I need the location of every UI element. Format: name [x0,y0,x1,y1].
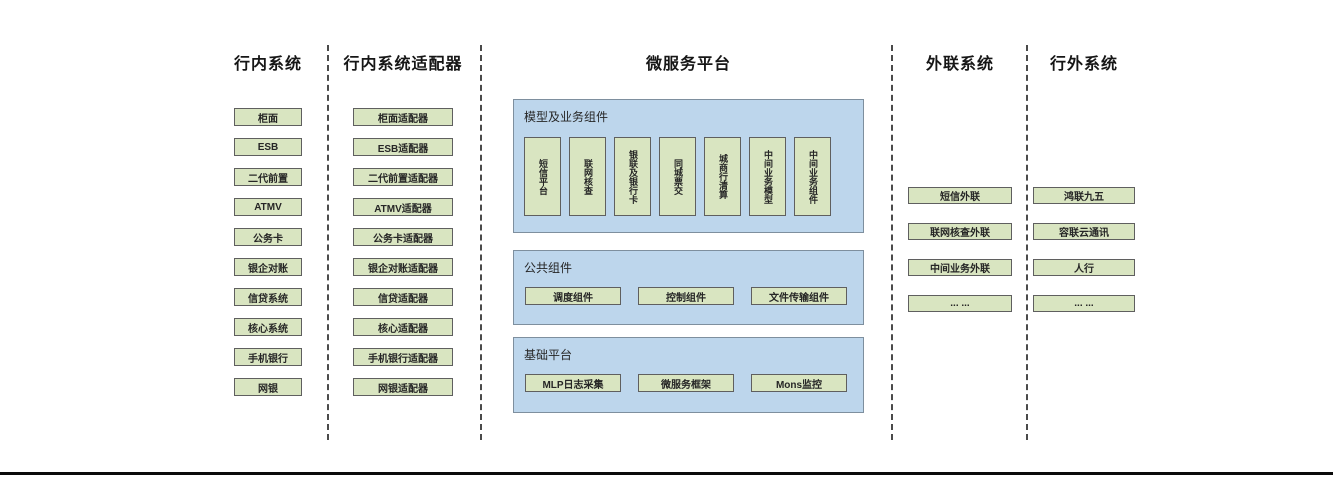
adapter-box: 网银适配器 [353,378,453,396]
panel-title-model-business-components: 模型及业务组件 [524,110,609,124]
common-component-box: 文件传输组件 [751,287,847,305]
model-business-components-row: 短信平台联网核查银联及银行卡同城票交城商行清算中间业务模型中间业务组件 [514,137,863,216]
panel-base-platform: 基础平台 MLP日志采集微服务框架 Mons监控 [513,337,864,413]
bottom-rule [0,472,1333,475]
internal-system-box: 银企对账 [234,258,302,276]
column-title-external-link-systems: 外联系统 [925,56,994,73]
panel-title-common-components: 公共组件 [524,261,573,275]
internal-systems-column: 柜面 ESB 二代前置 ATMV 公务卡银企对账信贷系统核心系统手机银行网银 [206,108,330,396]
internal-system-box: 手机银行 [234,348,302,366]
column-title-outside-systems: 行外系统 [1049,56,1118,73]
adapter-box: 柜面适配器 [353,108,453,126]
column-title-microservice-platform: 微服务平台 [645,56,731,73]
outside-systems-column: 鸿联九五容联云通讯人行 ... ... [1028,187,1140,312]
outside-system-box: ... ... [1033,295,1135,312]
internal-system-box: 网银 [234,378,302,396]
external-link-box: 中间业务外联 [908,259,1012,276]
external-link-systems-column: 短信外联联网核查外联中间业务外联 ... ... [898,187,1022,312]
common-component-box: 调度组件 [525,287,621,305]
internal-system-box: 公务卡 [234,228,302,246]
platform-component-box: 短信平台 [524,137,561,216]
common-component-box: 控制组件 [638,287,734,305]
platform-component-box: 银联及银行卡 [614,137,651,216]
adapter-box: 手机银行适配器 [353,348,453,366]
outside-system-box: 容联云通讯 [1033,223,1135,240]
base-platform-box: 微服务框架 [638,374,734,392]
adapter-box: ATMV适配器 [353,198,453,216]
common-components-row: 调度组件控制组件文件传输组件 [514,287,863,305]
base-platform-box: Mons监控 [751,374,847,392]
adapter-box: 二代前置适配器 [353,168,453,186]
column-title-internal-adapters: 行内系统适配器 [343,56,463,73]
internal-system-box: 二代前置 [234,168,302,186]
internal-system-box: ESB [234,138,302,156]
dashed-separator-1 [327,45,329,440]
external-link-box: 联网核查外联 [908,223,1012,240]
platform-component-box: 中间业务模型 [749,137,786,216]
internal-system-box: ATMV [234,198,302,216]
adapter-box: 公务卡适配器 [353,228,453,246]
external-link-box: 短信外联 [908,187,1012,204]
internal-system-box: 柜面 [234,108,302,126]
adapter-box: 信贷适配器 [353,288,453,306]
internal-system-box: 信贷系统 [234,288,302,306]
internal-system-box: 核心系统 [234,318,302,336]
platform-component-box: 同城票交 [659,137,696,216]
panel-model-business-components: 模型及业务组件 短信平台联网核查银联及银行卡同城票交城商行清算中间业务模型中间业… [513,99,864,233]
dashed-separator-2 [480,45,482,440]
platform-component-box: 中间业务组件 [794,137,831,216]
external-link-box: ... ... [908,295,1012,312]
platform-component-box: 城商行清算 [704,137,741,216]
adapter-box: 核心适配器 [353,318,453,336]
panel-common-components: 公共组件 调度组件控制组件文件传输组件 [513,250,864,325]
dashed-separator-4 [1026,45,1028,440]
outside-system-box: 人行 [1033,259,1135,276]
base-platform-box: MLP日志采集 [525,374,621,392]
outside-system-box: 鸿联九五 [1033,187,1135,204]
panel-title-base-platform: 基础平台 [524,348,573,362]
column-title-internal-systems: 行内系统 [233,56,302,73]
dashed-separator-3 [891,45,893,440]
base-platform-row: MLP日志采集微服务框架 Mons监控 [514,374,863,392]
platform-component-box: 联网核查 [569,137,606,216]
internal-adapters-column: 柜面适配器 ESB适配器二代前置适配器 ATMV适配器公务卡适配器银企对账适配器信贷… [341,108,465,396]
adapter-box: ESB适配器 [353,138,453,156]
adapter-box: 银企对账适配器 [353,258,453,276]
